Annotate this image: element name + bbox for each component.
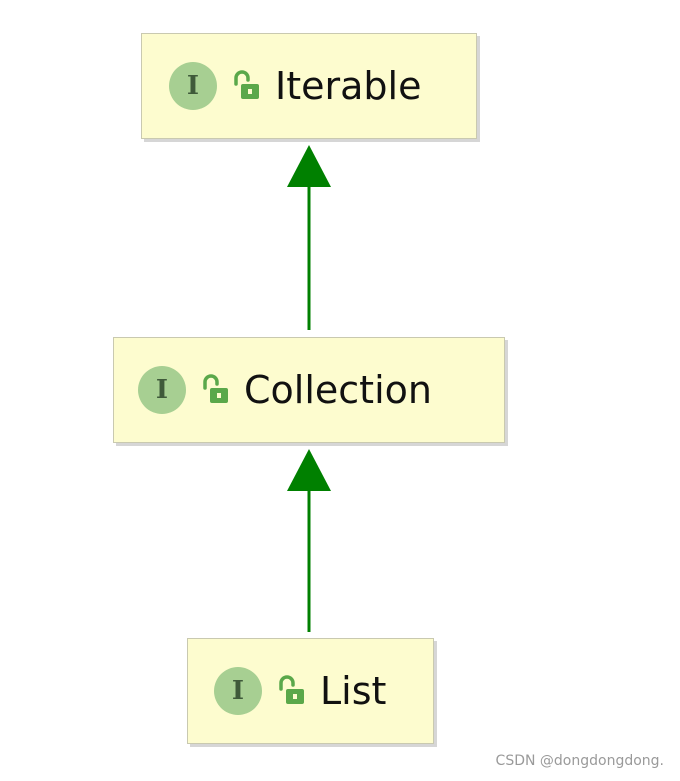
interface-badge-icon: I [169,62,217,110]
node-collection[interactable]: I Collection [113,337,505,443]
node-label: Iterable [275,64,422,108]
edge-list-to-collection [287,449,331,632]
unlocked-padlock-icon [203,374,228,403]
unlocked-padlock-icon [279,675,304,704]
unlocked-padlock-icon [234,70,259,99]
node-iterable[interactable]: I Iterable [141,33,477,139]
node-label: List [320,669,387,713]
arrowhead [287,145,331,187]
edge-collection-to-iterable [287,145,331,330]
node-label: Collection [244,368,432,412]
node-list[interactable]: I List [187,638,434,744]
arrowhead [287,449,331,491]
watermark: CSDN @dongdongdong. [495,753,664,769]
interface-badge-icon: I [138,366,186,414]
interface-badge-icon: I [214,667,262,715]
